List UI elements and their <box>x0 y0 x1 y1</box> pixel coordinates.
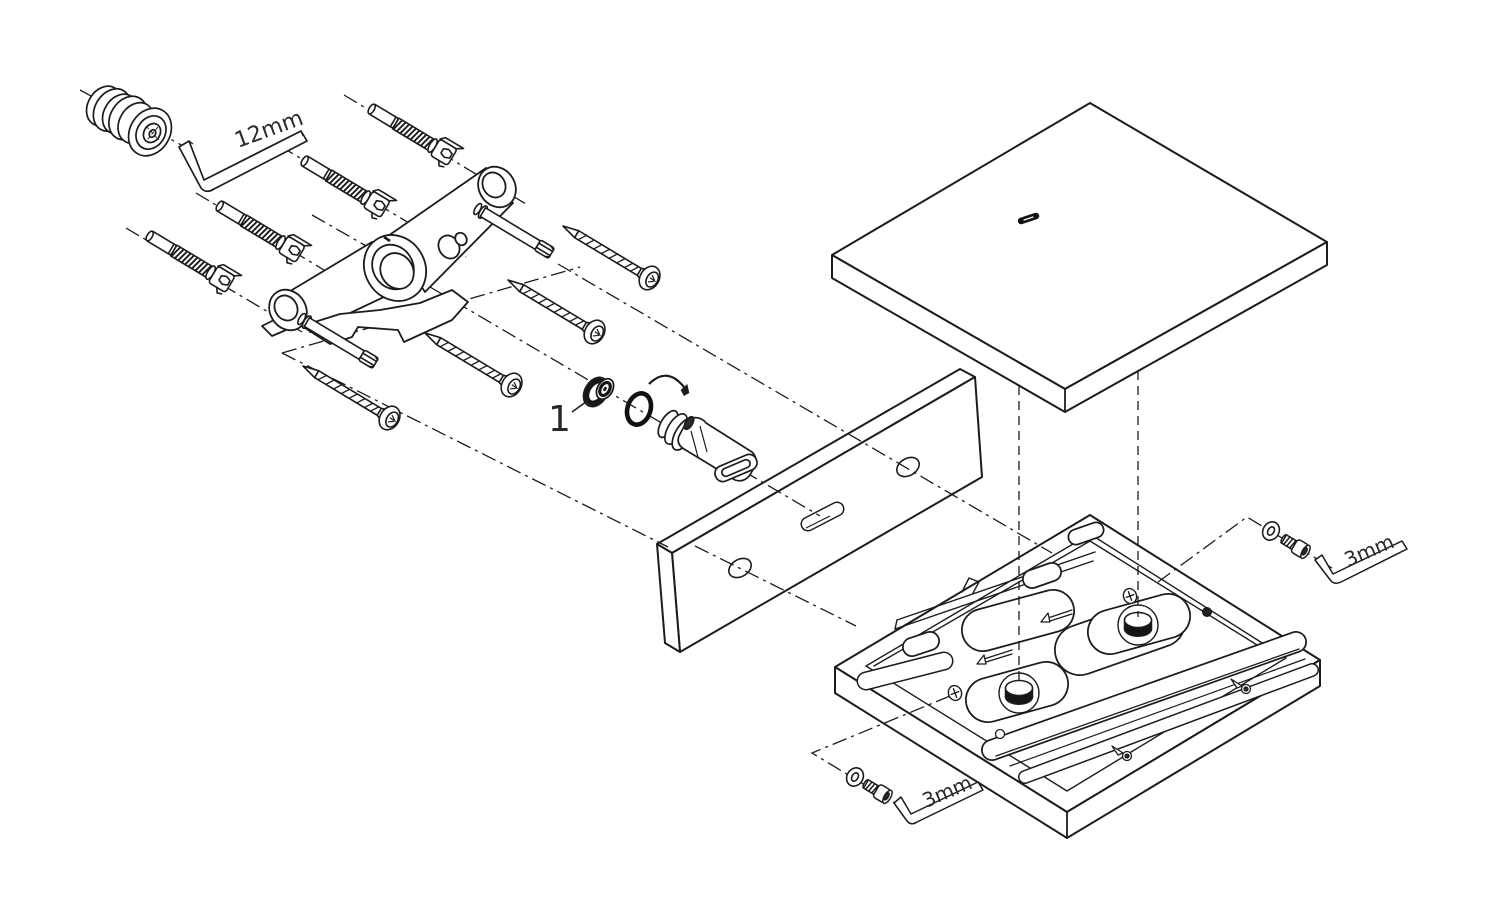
wall-plate-hole-upper <box>896 456 920 478</box>
centerline-main-lower <box>694 545 857 627</box>
cover-plate <box>831 102 1328 413</box>
base-plate <box>834 514 1321 839</box>
base-plate-slots <box>856 521 1105 691</box>
o-ring <box>624 391 654 427</box>
ghost-wall-edge-lower <box>281 352 669 548</box>
cover-plate-slot <box>1017 212 1040 225</box>
wall-anchor-bolt-4 <box>139 222 243 300</box>
wood-screw-1 <box>555 214 665 295</box>
washer-right <box>1258 517 1284 545</box>
valve-adapter <box>657 409 758 483</box>
wood-screw-2 <box>500 268 610 349</box>
rail-clip-screw-3 <box>1202 607 1212 617</box>
wall-anchor-bolt-2 <box>294 147 398 225</box>
alignment-dashed-lines <box>1018 371 1139 684</box>
callout-1-leader <box>571 398 591 413</box>
hex-key-3mm-right <box>1314 540 1408 585</box>
hex-key-12mm <box>178 130 308 193</box>
hex-key-3mm-bottom <box>893 781 984 825</box>
bracket-small-hole-2 <box>454 231 468 247</box>
ghost-wall-edge-upper <box>281 266 581 354</box>
mounting-knob-left <box>1004 679 1034 706</box>
fixing-screw-right <box>1277 530 1313 561</box>
threaded-plug-cap <box>85 85 173 157</box>
catch-lever-left <box>976 649 1013 665</box>
leader-screw-set-bottom <box>810 695 951 811</box>
rotate-arrow-icon <box>648 374 690 396</box>
wall-plate-slot <box>800 501 845 532</box>
wood-screw-4 <box>295 354 405 435</box>
wall-plate-left-face <box>656 543 681 653</box>
wall-anchor-bolt-1 <box>361 95 465 173</box>
centerline-main-middle <box>429 286 821 517</box>
cover-plate-top-face <box>831 102 1328 390</box>
rail-end-screw <box>994 728 1006 740</box>
seal-grommet <box>582 376 615 408</box>
fixing-screw-set-bottom: 3mm <box>842 763 984 825</box>
fixing-screw-set-right: 3mm <box>1258 517 1408 585</box>
catch-lever-right <box>1040 609 1073 623</box>
centerline-main-upper <box>557 263 1053 554</box>
centerline-plug-axis-2 <box>311 214 369 248</box>
fixing-screw-bottom <box>859 775 895 806</box>
wall-plate <box>656 368 983 653</box>
wall-anchor-bolt-3 <box>209 192 313 270</box>
base-plate-rails <box>981 631 1319 784</box>
callout-1-label: 1 <box>548 399 571 440</box>
